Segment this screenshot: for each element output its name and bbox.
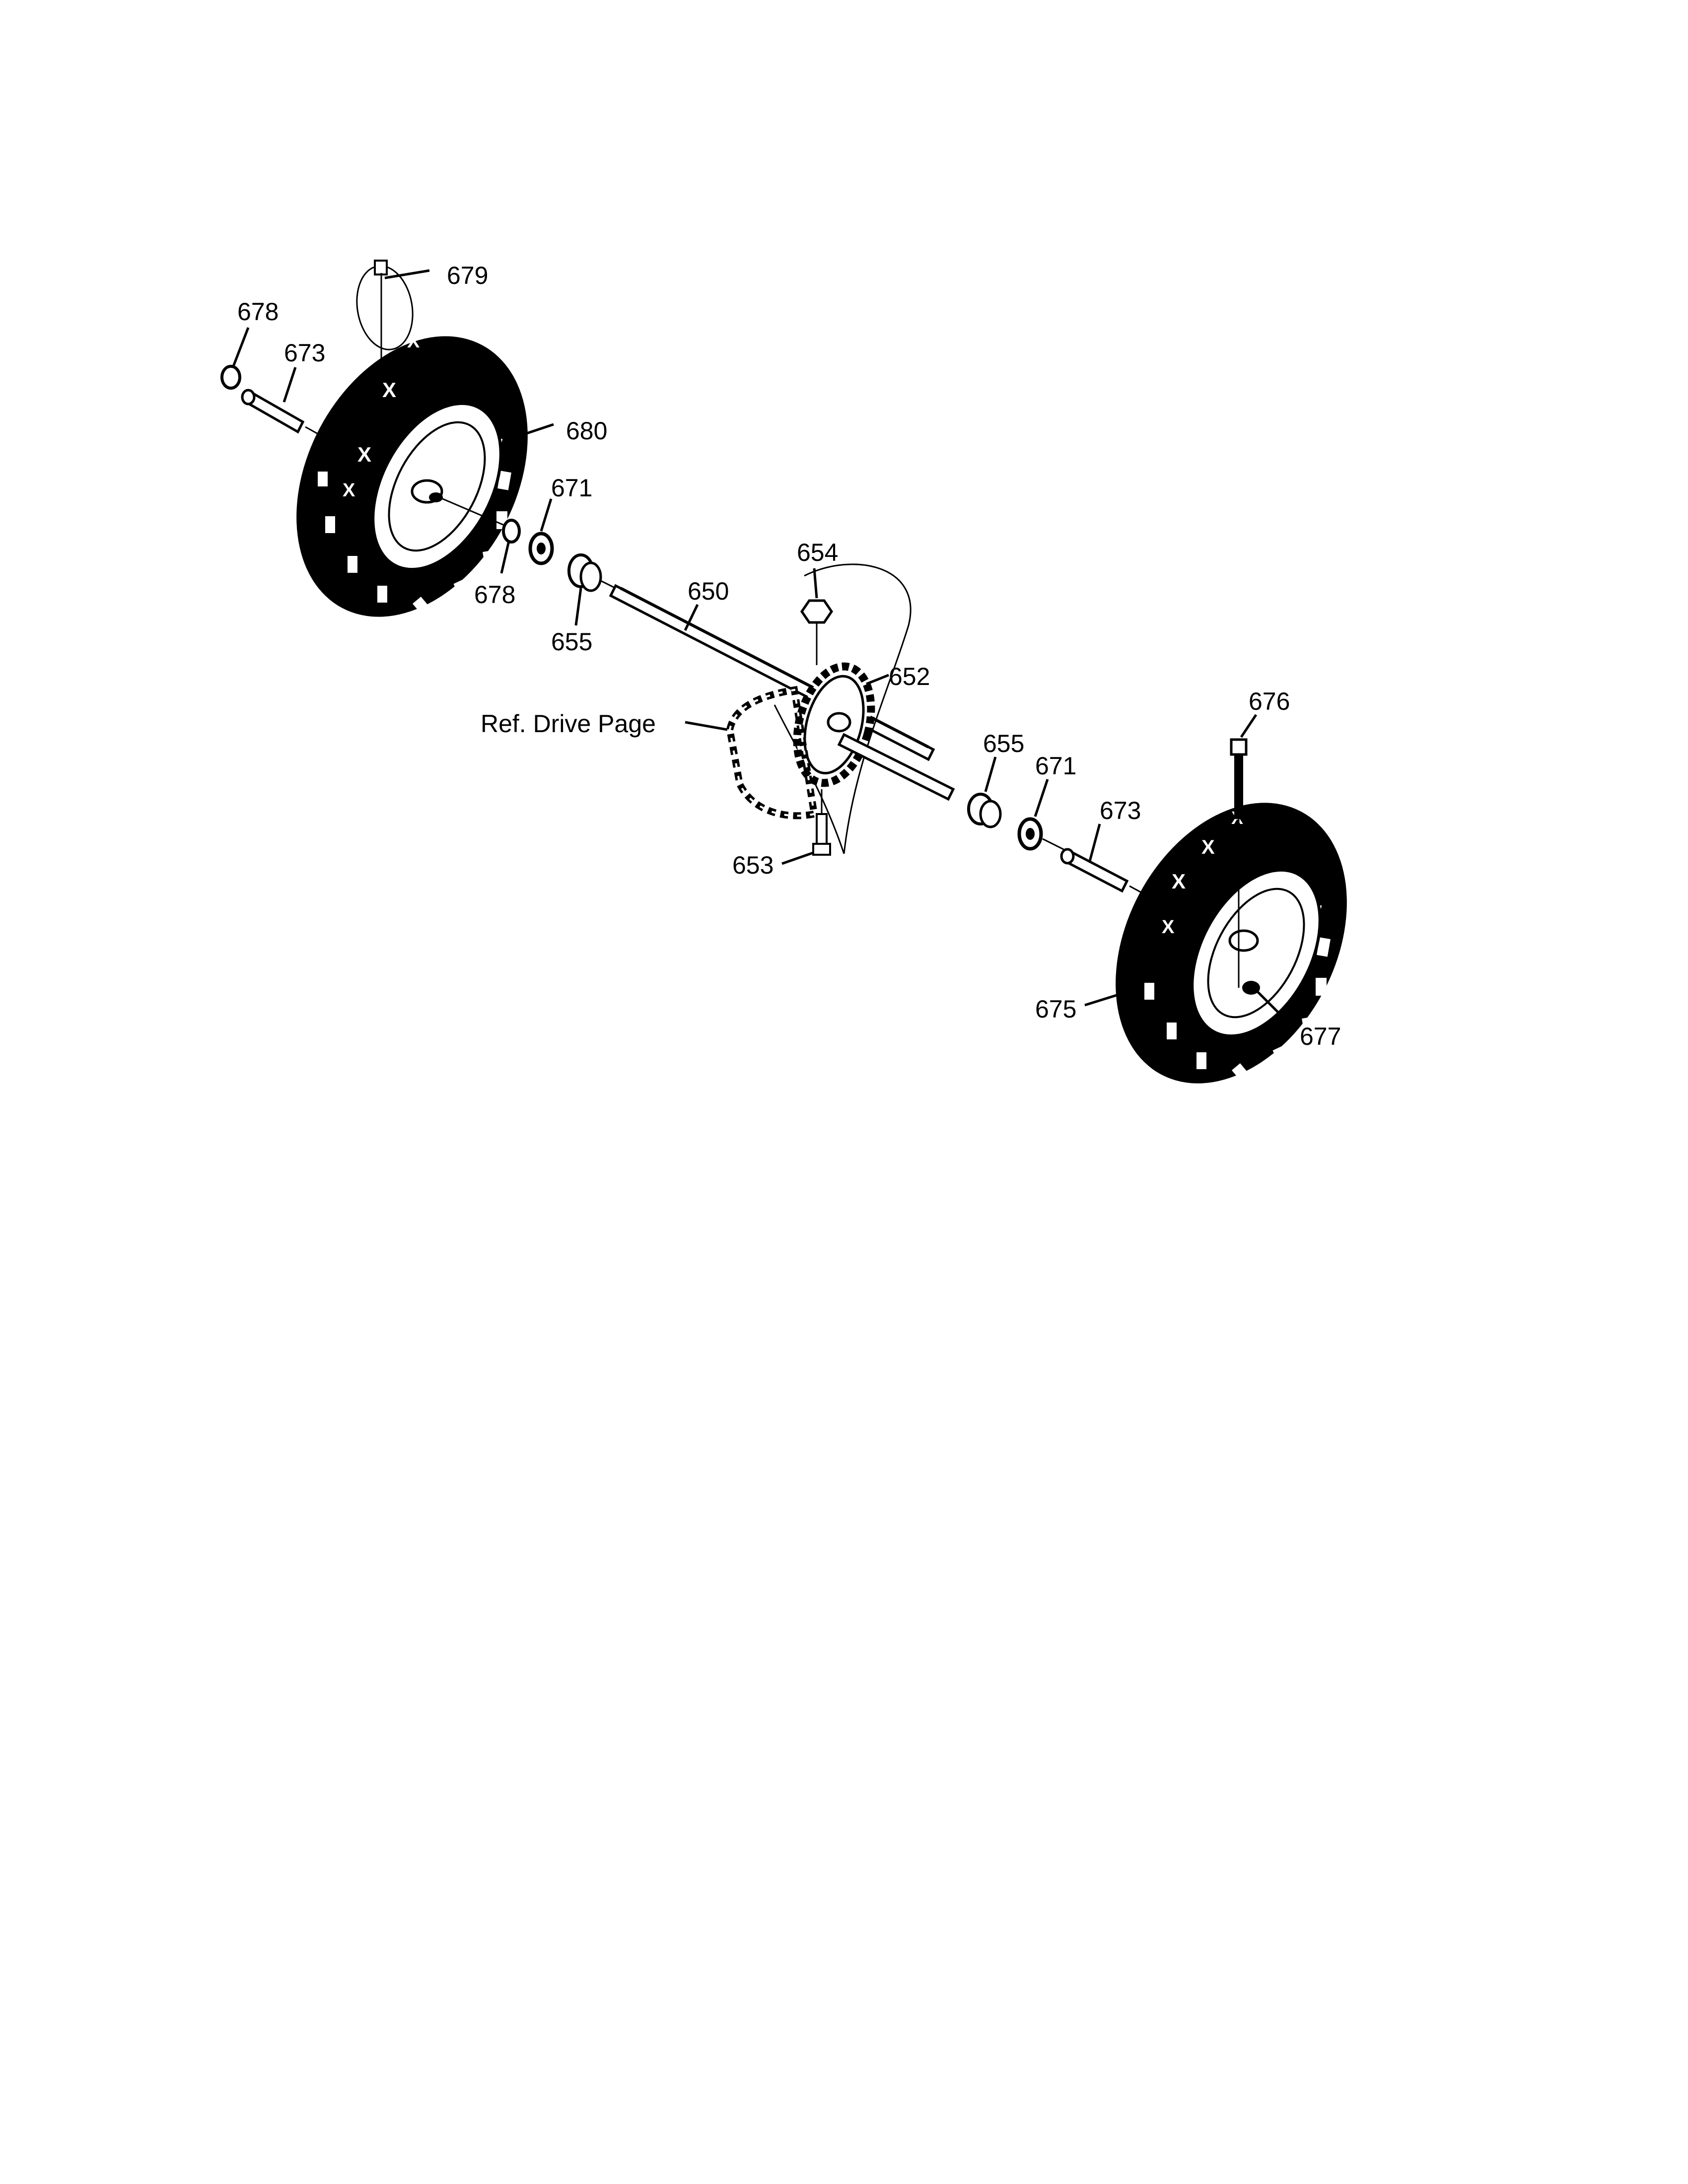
sprocket-652 xyxy=(793,662,875,787)
callout-678-bottom: 678 xyxy=(474,581,515,609)
bushing-655-top xyxy=(567,553,616,592)
svg-text:X: X xyxy=(1201,836,1215,858)
callout-675: 675 xyxy=(1035,995,1076,1023)
callout-678-top: 678 xyxy=(237,298,279,326)
clip-678-top xyxy=(220,365,241,390)
svg-text:X: X xyxy=(1162,917,1175,938)
svg-text:X: X xyxy=(1172,870,1186,893)
callout-671-top: 671 xyxy=(551,474,592,502)
spacer-673-bottom xyxy=(1042,838,1157,902)
bushing-655-bottom xyxy=(967,793,1002,828)
bolt-653 xyxy=(812,789,831,856)
callout-653: 653 xyxy=(732,851,774,879)
axle-stub-left xyxy=(436,495,507,527)
bolt-676 xyxy=(1230,738,1248,988)
svg-text:X: X xyxy=(357,443,371,466)
right-wheel-675: X X X X xyxy=(1116,803,1347,1084)
callout-ref-drive-page: Ref. Drive Page xyxy=(481,710,656,738)
clip-678-bottom xyxy=(502,519,521,544)
housing-outline xyxy=(804,563,912,854)
spacer-673-top xyxy=(241,389,328,440)
left-wheel-680: X X X X xyxy=(296,331,528,617)
washer-671-bottom xyxy=(1017,817,1043,851)
axle-650 xyxy=(609,584,935,761)
callout-677: 677 xyxy=(1300,1023,1341,1050)
callout-655-bottom: 655 xyxy=(983,730,1024,757)
nut-654 xyxy=(800,599,834,665)
callout-654: 654 xyxy=(797,539,838,566)
callout-673-top: 673 xyxy=(284,339,325,367)
callout-679: 679 xyxy=(447,262,488,289)
callout-650: 650 xyxy=(688,577,729,605)
callout-655-top: 655 xyxy=(551,628,592,656)
svg-text:X: X xyxy=(343,480,355,501)
svg-text:X: X xyxy=(382,378,396,402)
callout-673-bottom: 673 xyxy=(1100,797,1141,824)
callout-676: 676 xyxy=(1249,687,1290,715)
washer-671-top xyxy=(528,532,554,565)
callout-652: 652 xyxy=(889,663,930,690)
lynch-pin-679 xyxy=(356,260,414,377)
callout-671-bottom: 671 xyxy=(1035,752,1076,780)
callout-680: 680 xyxy=(566,417,607,445)
leader-lines xyxy=(232,269,1294,1028)
